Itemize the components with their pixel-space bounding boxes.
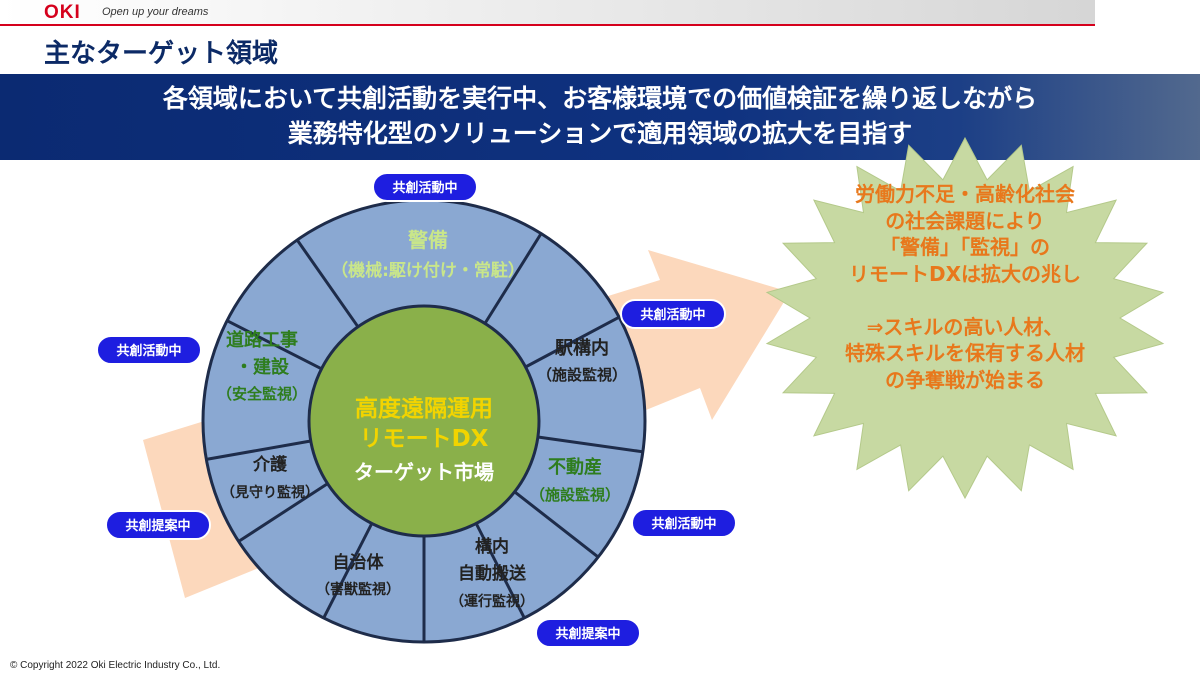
segment-divider	[474, 522, 526, 619]
burst-line: ⇒スキルの高い人材、	[866, 314, 1064, 339]
segment-municipality-title: 自治体	[333, 552, 385, 573]
segment-divider	[226, 319, 323, 371]
segment-municipality-sub: （害獣監視）	[316, 581, 400, 598]
segment-logistics-title-2: 自動搬送	[458, 563, 527, 584]
center-line-2: リモートDX	[360, 426, 489, 452]
badge-left-upper: 共創活動中	[96, 335, 202, 365]
segment-security-sub: （機械:駆け付け・常駐）	[331, 260, 525, 281]
banner-line-2: 業務特化型のソリューションで適用領域の拡大を目指す	[287, 119, 913, 148]
burst-line: リモートDXは拡大の兆し	[848, 261, 1082, 286]
header-bar	[0, 0, 1095, 24]
center-line-3: ターゲット市場	[354, 460, 494, 484]
segment-road-title-2: ・建設	[235, 356, 290, 378]
segment-divider	[237, 482, 329, 543]
burst-line	[770, 287, 1160, 314]
badge-left-lower: 共創提案中	[105, 510, 211, 540]
segment-care-sub: （見守り監視）	[221, 484, 319, 501]
segment-divider	[524, 315, 620, 369]
segment-logistics-sub: （運行監視）	[450, 593, 534, 610]
svg-text:共創提案中: 共創提案中	[125, 518, 190, 534]
segment-divider	[483, 232, 543, 325]
segment-security-title: 警備	[408, 228, 448, 252]
segment-divider	[513, 490, 600, 559]
svg-text:共創活動中: 共創活動中	[640, 307, 705, 323]
burst-message: 労働力不足・高齢化社会 の社会課題により 「警備」「監視」の リモートDXは拡大…	[770, 181, 1160, 393]
badge-right-upper: 共創活動中	[620, 299, 726, 329]
burst-line: 特殊スキルを保有する人材	[845, 341, 1085, 365]
badge-top: 共創活動中	[372, 172, 478, 202]
burst-line: の社会課題により	[885, 208, 1045, 233]
segment-realestate-sub: （施設監視）	[530, 486, 620, 504]
svg-text:共創活動中: 共創活動中	[651, 516, 716, 532]
segment-road-title-1: 道路工事	[226, 329, 298, 351]
starburst-shape	[765, 136, 1165, 500]
burst-line: 「警備」「監視」の	[880, 235, 1050, 259]
svg-text:共創提案中: 共創提案中	[555, 626, 620, 642]
segment-divider	[322, 522, 374, 619]
copyright-notice: © Copyright 2022 Oki Electric Industry C…	[10, 660, 221, 671]
center-circle	[307, 304, 541, 538]
header-divider	[0, 24, 1095, 26]
burst-line: の争奪戦が始まる	[885, 367, 1045, 392]
segment-logistics-title-1: 構内	[475, 536, 509, 557]
segment-divider	[537, 435, 644, 454]
segment-dividers	[206, 232, 644, 642]
segment-road-sub: （安全監視）	[217, 385, 307, 403]
logo-tagline: Open up your dreams	[102, 6, 209, 18]
segment-realestate-title: 不動産	[548, 456, 602, 478]
segment-care-title: 介護	[252, 454, 288, 475]
segment-divider	[295, 239, 360, 328]
center-line-1: 高度遠隔運用	[355, 395, 493, 422]
badge-right-lower: 共創活動中	[631, 508, 737, 538]
segment-station-sub: （施設監視）	[537, 366, 627, 384]
summary-banner: 各領域において共創活動を実行中、お客様環境での価値検証を繰り返しながら 業務特化…	[0, 74, 1200, 160]
svg-text:共創活動中: 共創活動中	[116, 343, 181, 359]
segment-station-title: 駅構内	[554, 337, 609, 359]
segment-divider	[206, 439, 311, 461]
banner-line-1: 各領域において共創活動を実行中、お客様環境での価値検証を繰り返しながら	[162, 84, 1038, 113]
svg-text:共創活動中: 共創活動中	[392, 180, 457, 196]
oki-logo: OKI	[44, 2, 81, 23]
page-title: 主なターゲット領域	[44, 39, 279, 69]
burst-line: 労働力不足・高齢化社会	[855, 182, 1075, 206]
badge-bottom: 共創提案中	[535, 618, 641, 648]
